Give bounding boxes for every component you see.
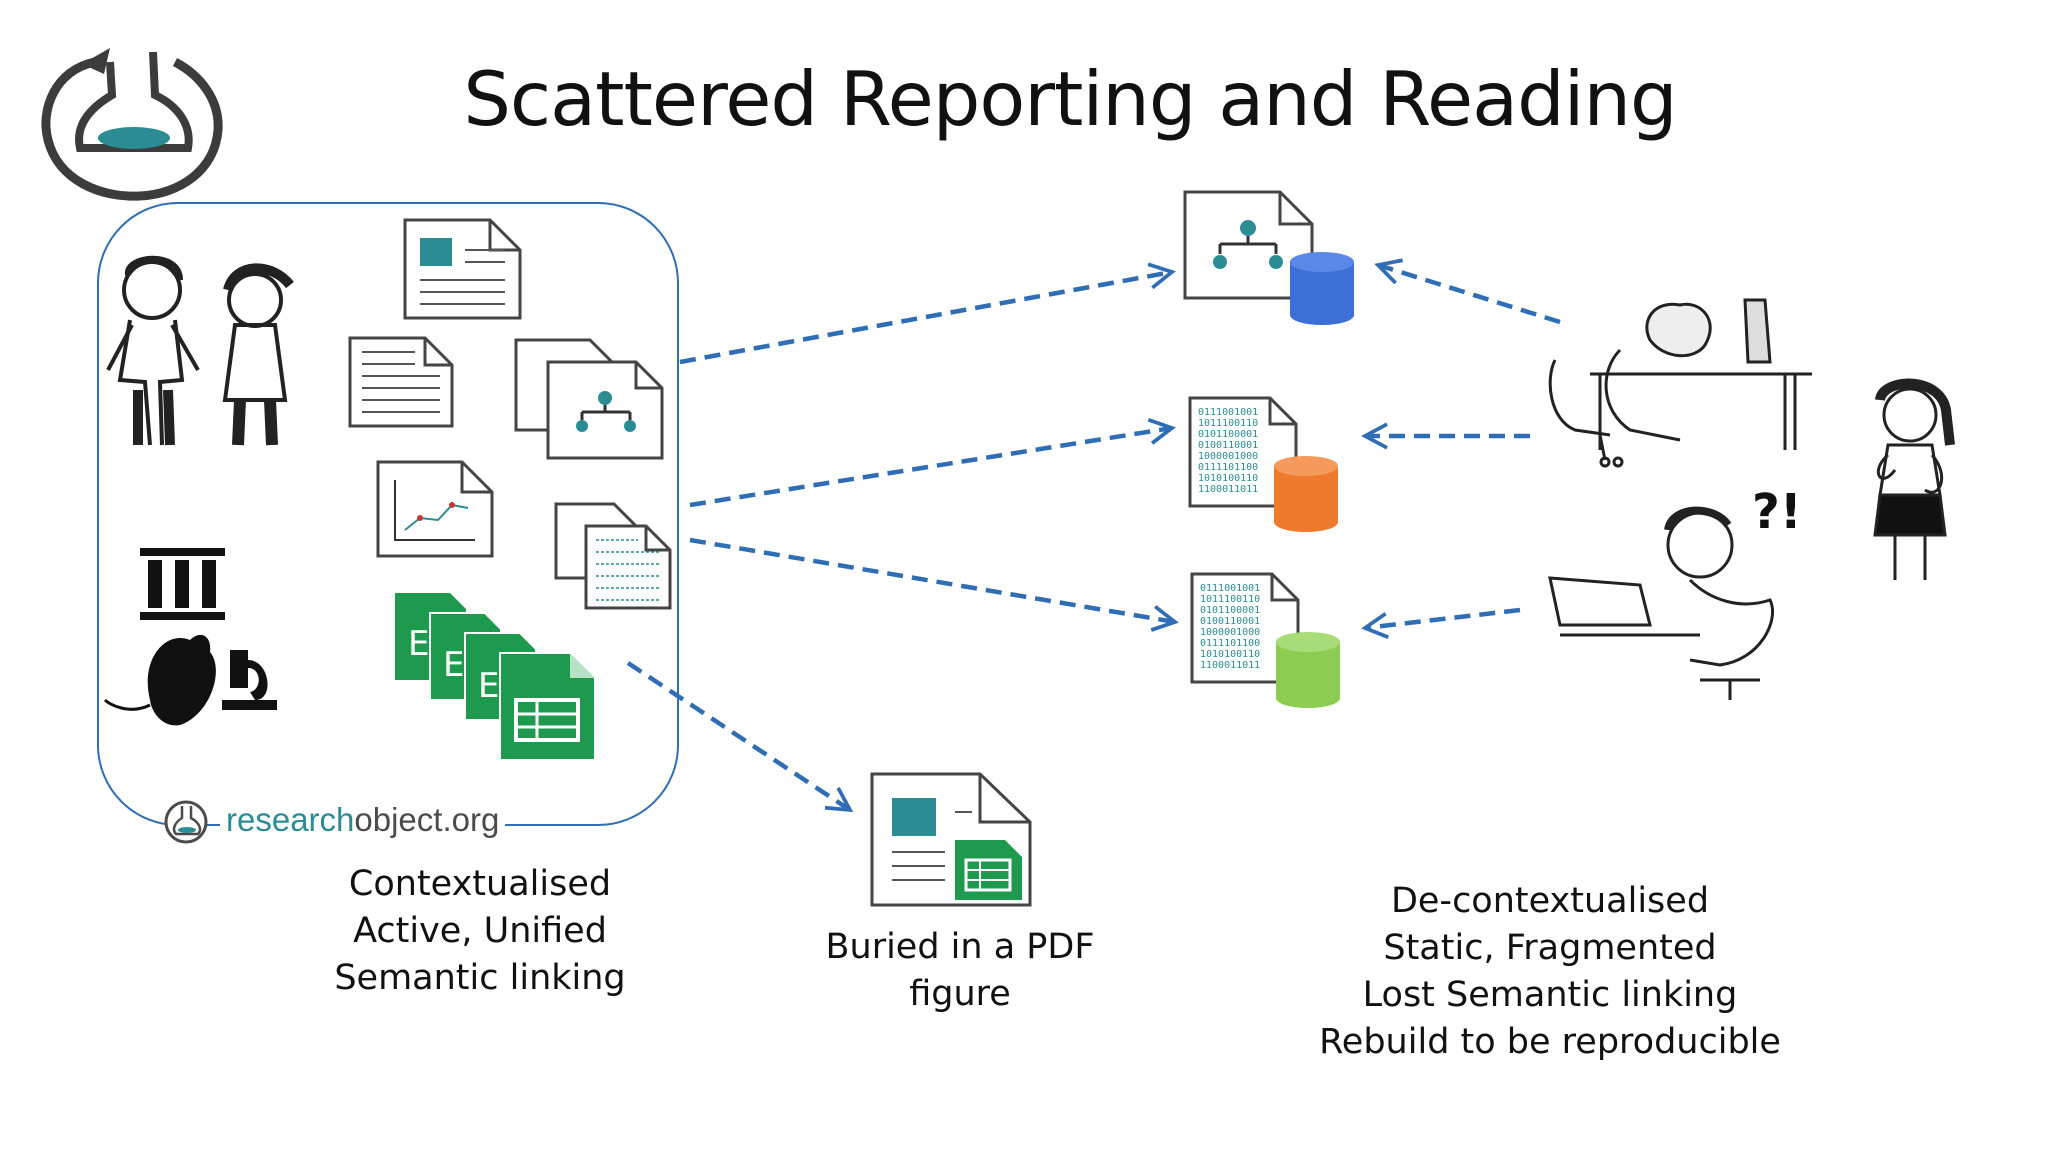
frustrated-researcher-desk-icon [1548, 298, 1812, 468]
lab-mouse-icon [103, 634, 216, 726]
brand-part-research: research [226, 801, 355, 838]
spreadsheet-stack-icon: E E E [395, 593, 596, 761]
document-article-icon [403, 218, 522, 320]
caption-line: De-contextualised [1390, 881, 1710, 921]
researchobject-logo-icon [164, 800, 208, 844]
scientists-icon [106, 255, 294, 446]
caption-line: Contextualised [348, 864, 612, 904]
document-workflow-icon [514, 338, 664, 460]
binary-line: 1010100110 [1198, 473, 1258, 484]
pdf-caption: Buried in a PDF figure [780, 924, 1140, 1018]
binary-line: 0111001001 [1200, 583, 1260, 594]
caption-line: Semantic linking [334, 958, 626, 998]
arrow-ro-to-data-green [689, 537, 1179, 632]
workflow-database-icon [1183, 190, 1354, 325]
binary-line: 1000001000 [1200, 627, 1260, 638]
arrow-ro-to-workflow [679, 262, 1176, 365]
slide-title: Scattered Reporting and Reading [463, 55, 1677, 143]
document-text-icon [348, 336, 454, 428]
brand-part-object: object.org [354, 801, 500, 838]
binary-line: 1100011011 [1200, 660, 1260, 671]
binary-line: 0111101100 [1200, 638, 1260, 649]
binary-line: 0100110001 [1200, 616, 1260, 627]
pdf-figure-icon [870, 772, 1032, 907]
binary-line: 0101100001 [1198, 429, 1258, 440]
binary-line: 1100011011 [1198, 484, 1258, 495]
caption-line: figure [909, 974, 1011, 1014]
caption-line: Lost Semantic linking [1362, 975, 1738, 1015]
arrow-reader-to-data-green [1361, 607, 1521, 640]
flask-logo-icon [41, 48, 223, 201]
arrow-ro-to-data-orange [689, 417, 1176, 508]
caption-line: Static, Fragmented [1383, 928, 1717, 968]
document-data-icon [554, 502, 672, 610]
caption-line: Buried in a PDF [825, 927, 1095, 967]
caption-line: Rebuild to be reproducible [1319, 1022, 1781, 1062]
confused-researcher-laptop-icon: ?! [1548, 484, 1802, 700]
binary-line: 1010100110 [1200, 649, 1260, 660]
binary-line: 0111001001 [1198, 407, 1258, 418]
binary-line: 1000001000 [1198, 451, 1258, 462]
microscope-icon [222, 650, 277, 710]
binary-line: 1011100110 [1198, 418, 1258, 429]
research-object-caption: Contextualised Active, Unified Semantic … [300, 861, 660, 1002]
lab-equipment-icon [140, 548, 225, 620]
caption-line: Active, Unified [353, 911, 607, 951]
binary-line: 0111101100 [1198, 462, 1258, 473]
document-chart-icon [376, 460, 494, 558]
arrows [626, 258, 1561, 813]
svg-text:E: E [478, 666, 499, 706]
binary-line: 0101100001 [1200, 605, 1260, 616]
reader-caption: De-contextualised Static, Fragmented Los… [1300, 878, 1800, 1066]
researchobject-brand[interactable]: researchobject.org [220, 801, 506, 839]
arrow-reader-to-workflow [1374, 258, 1561, 325]
svg-text:E: E [443, 645, 464, 685]
arrow-ro-to-pdf [626, 661, 854, 813]
binary-line: 0100110001 [1198, 440, 1258, 451]
svg-text:E: E [408, 624, 429, 664]
worried-woman-icon [1873, 378, 1955, 580]
svg-text:?!: ?! [1752, 484, 1802, 540]
binary-line: 1011100110 [1200, 594, 1260, 605]
